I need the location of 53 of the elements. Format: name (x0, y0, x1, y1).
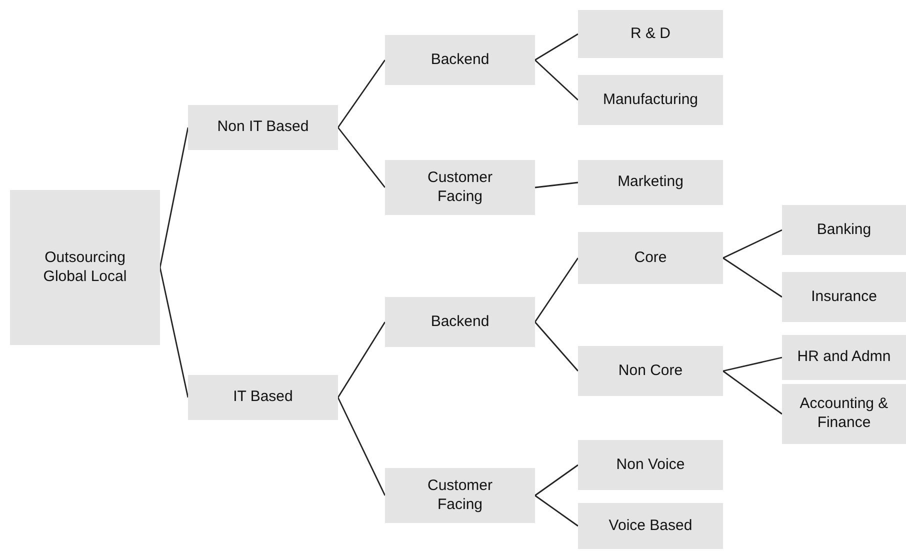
connector-line (337, 60, 386, 128)
category-box (385, 160, 535, 215)
category-box (578, 503, 723, 549)
connector-line (722, 257, 782, 298)
connector-line (722, 356, 782, 372)
category-box (385, 468, 535, 523)
connector-line (159, 127, 189, 268)
node-label: Backend (430, 50, 490, 70)
node-label: Voice Based (608, 516, 692, 536)
connector-line (159, 267, 189, 398)
node-label: Customer Facing (426, 168, 494, 206)
connector-line (337, 397, 386, 496)
node-label: Non Core (618, 362, 683, 380)
node-label: Banking (816, 220, 872, 240)
category-box (578, 75, 723, 125)
connector-line (722, 370, 782, 415)
category-box (188, 105, 338, 150)
node-label: HR and Admn (797, 348, 891, 367)
category-box (385, 297, 535, 347)
node-label: Marketing (618, 173, 684, 192)
node-label: Manufacturing (602, 90, 698, 110)
category-box (578, 10, 723, 58)
node-label: Customer Facing (426, 476, 494, 514)
category-box (782, 335, 906, 380)
category-box (385, 35, 535, 85)
connector-line (337, 322, 386, 398)
node-label: Core (634, 248, 667, 268)
category-box (578, 160, 723, 205)
connector-line (534, 464, 578, 496)
connector-line (337, 127, 386, 188)
node-label: Non IT Based (217, 118, 309, 137)
category-box (578, 232, 723, 284)
node-label: IT Based (233, 388, 293, 407)
category-box (782, 205, 906, 255)
category-box (782, 384, 906, 444)
node-label: Backend (430, 312, 490, 332)
node-label: Accounting & Finance (798, 395, 890, 433)
connector-line (534, 322, 579, 372)
category-box (578, 440, 723, 490)
category-box (782, 272, 906, 322)
connector-line (722, 229, 782, 259)
node-label: Outsourcing Global Local (42, 248, 128, 286)
connector-line (534, 182, 578, 188)
connector-line (534, 59, 578, 101)
node-label: R & D (630, 24, 670, 44)
node-label: Insurance (811, 288, 877, 306)
category-box (578, 346, 723, 396)
category-box (188, 375, 338, 420)
category-box (10, 190, 160, 345)
connector-line (534, 494, 578, 527)
node-label: Non Voice (616, 456, 685, 474)
connector-line (534, 258, 579, 322)
connector-line (534, 33, 578, 61)
